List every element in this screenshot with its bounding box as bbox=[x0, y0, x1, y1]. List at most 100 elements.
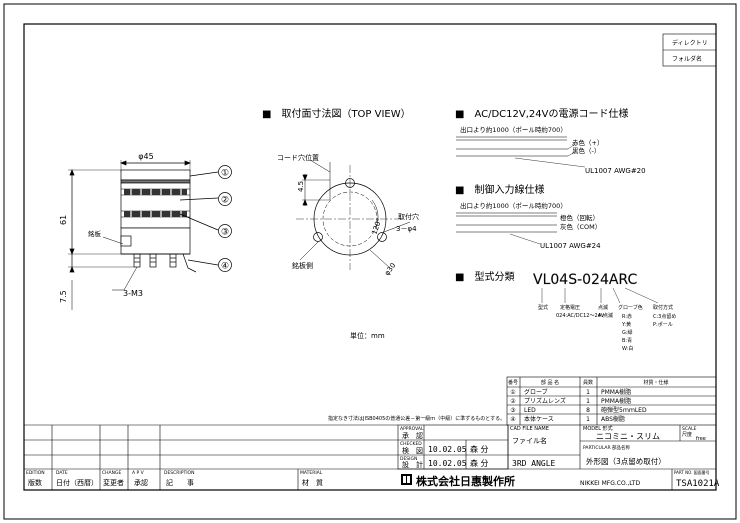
parts-row-4-no: ④ bbox=[510, 416, 515, 423]
callout-2: ② bbox=[221, 196, 229, 206]
unit-label: 単位：mm bbox=[350, 331, 385, 340]
callout-1: ① bbox=[221, 169, 229, 179]
control-wire-diagram bbox=[456, 212, 557, 245]
part-no-label: PART NO. 図面番号 bbox=[674, 469, 710, 475]
design-date: 10.02.05 bbox=[428, 459, 467, 468]
material-label: MATERIAL bbox=[300, 470, 323, 476]
callout-3: ③ bbox=[221, 228, 229, 238]
parts-row-3-no: ③ bbox=[510, 407, 515, 414]
parts-row-1-name: グローブ bbox=[524, 388, 548, 396]
description-jp: 記 事 bbox=[166, 478, 194, 487]
parts-header-material: 材質・仕様 bbox=[643, 379, 668, 386]
heading-power-cord: ■ AC/DC12V,24Vの電源コード仕様 bbox=[455, 107, 628, 120]
model-label-mount-c: C:3点留め bbox=[653, 313, 676, 320]
parts-table bbox=[506, 376, 717, 426]
power-cord-diagram bbox=[456, 136, 586, 168]
parts-table-text: 番号 部 品 名 員数 材質・仕様 ① グローブ 1 PMMA樹脂 ② プリズム… bbox=[508, 379, 669, 423]
design-name: 森 分 bbox=[470, 458, 489, 468]
model-label-b: B:青 bbox=[622, 337, 632, 344]
model-label-flash: 点滅 bbox=[598, 304, 608, 311]
scale-label: SCALE bbox=[682, 426, 697, 432]
power-cord-lead: 出口より約1000（ポール時約700） bbox=[460, 125, 567, 134]
design-label: DESIGN bbox=[400, 456, 417, 462]
company-name: 株式会社日惠製作所 bbox=[416, 474, 515, 488]
parts-header-name: 部 品 名 bbox=[541, 379, 559, 386]
cad-label: CAD FILE NAME bbox=[510, 426, 549, 432]
power-wire-red: 赤色（+） bbox=[572, 138, 603, 147]
heading-control-wire: ■ 制御入力線仕様 bbox=[455, 183, 544, 196]
parts-row-4-material: ABS樹脂 bbox=[601, 415, 625, 423]
description-label: DESCRIPTION bbox=[164, 470, 194, 476]
top-view bbox=[296, 159, 411, 270]
power-wire-black: 黒色（-） bbox=[572, 146, 600, 155]
approval-jp: 承 認 bbox=[402, 431, 423, 440]
parts-header-qty: 員数 bbox=[583, 379, 593, 386]
parts-row-1-no: ① bbox=[510, 389, 515, 396]
check-jp: 検 図 bbox=[402, 446, 423, 455]
angle-label: 3RD ANGLE bbox=[512, 459, 556, 468]
tolerance-note: 指定なき寸法はJISB0405の普通公差－第一級ｍ（中級）に準ずるものとする。 bbox=[328, 415, 505, 422]
model-label-flash-value: A:点滅 bbox=[598, 312, 613, 319]
heading-top-view: ■ 取付面寸法図（TOP VIEW） bbox=[262, 107, 411, 120]
check-date: 10.02.05 bbox=[428, 445, 467, 454]
model-label-y: Y:黄 bbox=[621, 321, 631, 328]
approval-label: APPROVAL bbox=[400, 426, 424, 432]
part-no: TSA1021A bbox=[676, 479, 720, 489]
change-label: CHANGE bbox=[102, 470, 121, 476]
edition-label: EDITION bbox=[26, 470, 45, 476]
folder-label: フォルダ名 bbox=[672, 55, 702, 63]
model-label-mount-p: P:ポール bbox=[653, 321, 673, 328]
model-label-type: 型式 bbox=[538, 304, 548, 311]
apv-jp: 承認 bbox=[134, 478, 148, 487]
model-label-w: W:白 bbox=[622, 345, 633, 352]
model-label: MODEL 形式 bbox=[583, 425, 613, 432]
model-value: ニコミニ・スリム bbox=[596, 432, 660, 441]
parts-row-3-qty: 8 bbox=[586, 407, 590, 414]
apv-label: A P V bbox=[132, 470, 145, 476]
parts-row-3-name: LED bbox=[524, 407, 536, 414]
callout-4: ④ bbox=[221, 262, 229, 272]
model-code-leaders bbox=[541, 287, 659, 304]
mount-holes-label: 取付穴 bbox=[398, 212, 419, 221]
parts-row-4-qty: 1 bbox=[586, 416, 590, 423]
date-label: DATE bbox=[56, 470, 68, 476]
particular-value: 外形図（3点留め取付） bbox=[586, 456, 666, 466]
company-name-en: NIKKEI MFG.CO.,LTD bbox=[580, 480, 640, 487]
power-cord-spec: UL1007 AWG#20 bbox=[585, 167, 646, 175]
change-jp: 変更者 bbox=[103, 478, 124, 487]
company-logo-icon bbox=[401, 474, 412, 485]
parts-row-2-no: ② bbox=[510, 398, 516, 405]
control-wire-lead: 出口より約1000（ポール時約700） bbox=[460, 201, 567, 210]
inner-border bbox=[23, 23, 717, 491]
material-jp: 材 質 bbox=[302, 478, 323, 487]
cad-value: ファイル名 bbox=[512, 436, 547, 445]
particular-label: PARTICULAR 部品名称 bbox=[583, 444, 631, 451]
edition-jp: 版数 bbox=[28, 478, 42, 487]
model-label-voltage-value: 024:AC/DC12～24V bbox=[556, 313, 605, 319]
check-label: CHECKED bbox=[400, 441, 422, 447]
parts-row-1-qty: 1 bbox=[586, 389, 590, 396]
model-code: VL04S-024ARC bbox=[533, 272, 637, 288]
parts-row-4-name: 本体ケース bbox=[524, 415, 554, 423]
control-wire-gray: 灰色（COM） bbox=[560, 222, 601, 231]
scale-free: free bbox=[696, 436, 706, 442]
front-dia-label: φ45 bbox=[138, 152, 153, 161]
outer-border bbox=[3, 3, 737, 520]
angle-label: 120° bbox=[370, 217, 383, 236]
directory-label: ディレクトリ bbox=[672, 39, 708, 47]
cord-hole-label: コード穴位置 bbox=[277, 153, 319, 162]
model-label-r: R:赤 bbox=[622, 314, 632, 320]
parts-row-3-material: 砲弾型5ｍｍLED bbox=[601, 406, 647, 414]
check-name: 森 分 bbox=[470, 444, 489, 454]
date-jp: 日付（西暦） bbox=[56, 478, 98, 487]
title-block-grid bbox=[24, 424, 716, 490]
scale-value: 尺度 bbox=[682, 431, 692, 438]
control-wire-orange: 橙色（回転） bbox=[560, 213, 599, 222]
front-base-label: 7.5 bbox=[59, 290, 68, 303]
control-wire-spec: UL1007 AWG#24 bbox=[540, 242, 601, 250]
parts-row-1-material: PMMA樹脂 bbox=[601, 388, 631, 396]
corner-box: ディレクトリ フォルダ名 bbox=[662, 33, 717, 67]
front-height-label: 61 bbox=[59, 215, 68, 225]
parts-row-2-material: PMMA樹脂 bbox=[601, 397, 631, 405]
